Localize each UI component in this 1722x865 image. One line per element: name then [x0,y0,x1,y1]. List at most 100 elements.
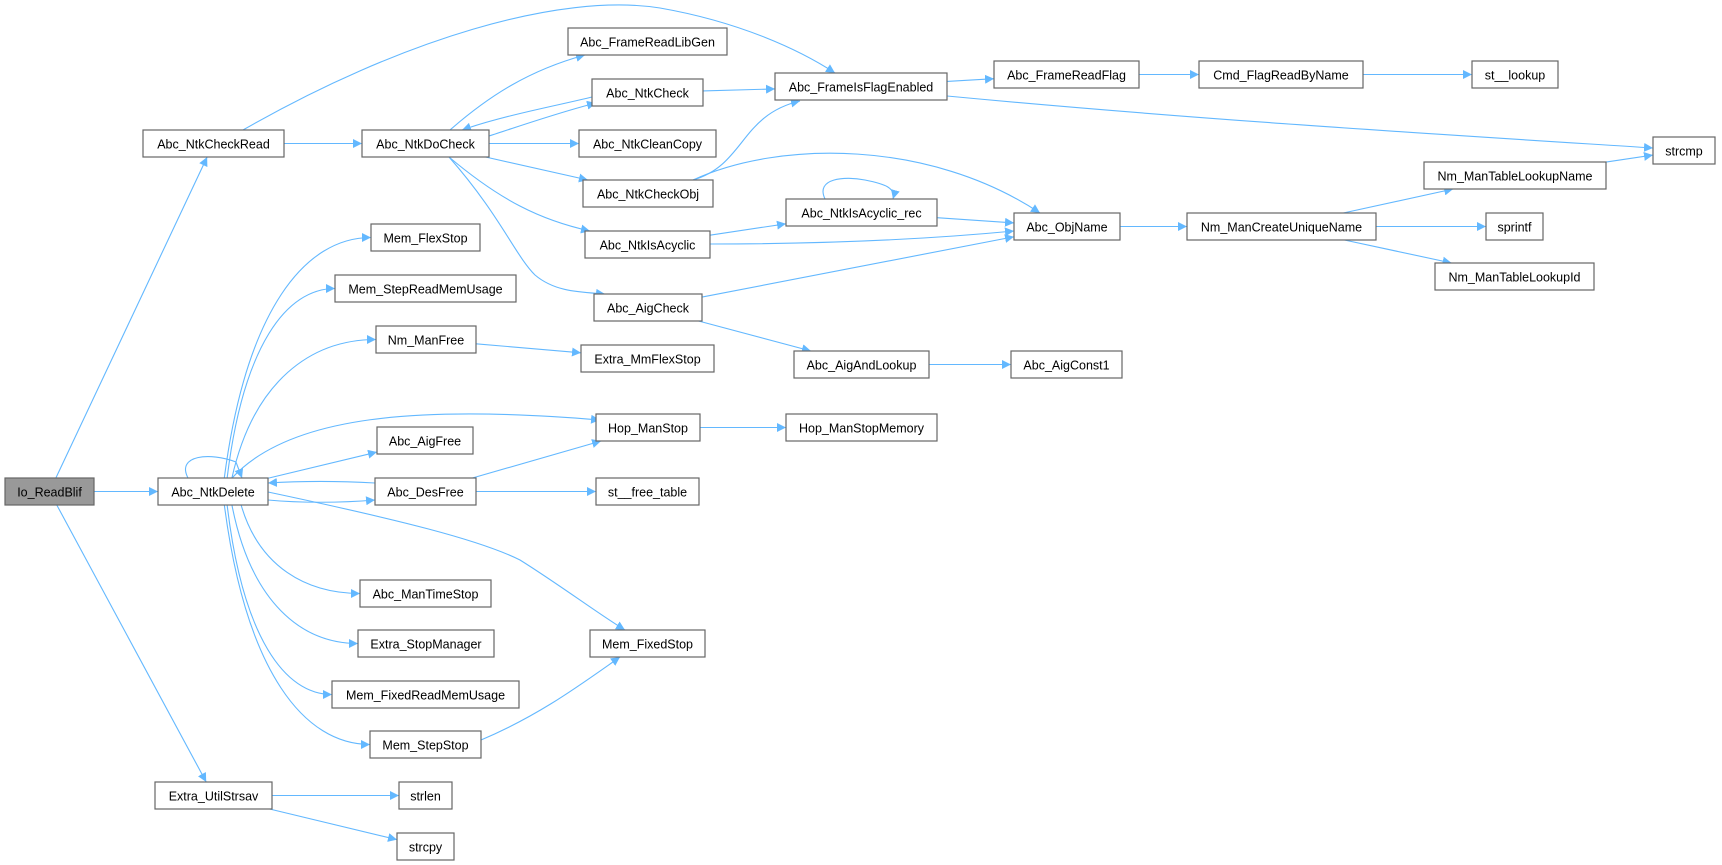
node-abc-desfree[interactable]: Abc_DesFree [374,477,477,506]
node-abc-framereadlibgen[interactable]: Abc_FrameReadLibGen [567,27,728,56]
node-nm-mancreateuniquename[interactable]: Nm_ManCreateUniqueName [1186,212,1377,241]
node-label: Abc_AigConst1 [1023,359,1109,373]
node-abc-ntkcleancopy[interactable]: Abc_NtkCleanCopy [578,129,717,158]
node-mem-stepreadmemusage[interactable]: Mem_StepReadMemUsage [334,274,517,303]
node-abc-objname[interactable]: Abc_ObjName [1013,212,1121,241]
node-box [331,680,520,709]
node-label: sprintf [1497,221,1532,235]
node-box [1652,136,1716,165]
node-box [567,27,728,56]
node-mem-fixedreadmemusage[interactable]: Mem_FixedReadMemUsage [331,680,520,709]
node-box [785,198,938,227]
node-box [374,477,477,506]
node-strcmp[interactable]: strcmp [1652,136,1716,165]
node-label: Abc_AigCheck [607,302,690,316]
node-abc-ntkdocheck[interactable]: Abc_NtkDoCheck [361,129,490,158]
node-hop-manstopmemory[interactable]: Hop_ManStopMemory [785,413,938,442]
node-box [370,223,481,252]
node-label: Abc_FrameReadFlag [1007,69,1126,83]
node-label: Mem_FixedReadMemUsage [346,689,505,703]
node-box [584,230,711,259]
node-box [582,179,714,208]
node-strcpy[interactable]: strcpy [396,832,455,861]
node-extra-utilstrsav[interactable]: Extra_UtilStrsav [154,781,273,810]
node-box [774,72,948,101]
node-label: Abc_NtkDoCheck [376,138,475,152]
node-nm-manfree[interactable]: Nm_ManFree [375,325,477,354]
node-abc-ntkcheckobj[interactable]: Abc_NtkCheckObj [582,179,714,208]
node-abc-ntkcheckread[interactable]: Abc_NtkCheckRead [142,129,285,158]
node-mem-fixedstop[interactable]: Mem_FixedStop [589,629,706,658]
node-label: Abc_NtkIsAcyclic [600,239,696,253]
node-label: Nm_ManTableLookupId [1448,271,1580,285]
node-label: Abc_DesFree [387,486,463,500]
node-abc-ntkcheck[interactable]: Abc_NtkCheck [591,78,704,107]
node-label: Mem_StepStop [382,739,468,753]
node-sprintf[interactable]: sprintf [1485,212,1544,241]
call-edge-abc-ntkcheck-to-abc-frameisflagenabled [702,84,776,94]
node-nm-mantablelookupid[interactable]: Nm_ManTableLookupId [1434,262,1595,291]
call-edge-abc-desfree-to-hop-manstop [472,439,602,479]
call-edge-abc-ntkdelete-to-abc-aigfree [267,449,378,479]
node-mem-stepstop[interactable]: Mem_StepStop [369,730,482,759]
node-abc-mantimestop[interactable]: Abc_ManTimeStop [359,579,492,608]
node-box [595,477,700,506]
node-abc-ntkisacyclic-rec[interactable]: Abc_NtkIsAcyclic_rec [785,198,938,227]
node-box [591,78,704,107]
node-label: Nm_ManCreateUniqueName [1201,221,1362,235]
node-hop-manstop[interactable]: Hop_ManStop [595,413,701,442]
call-edge-abc-ntkdelete-to-mem-fixedreadmemusage [226,504,333,699]
node-label: Abc_NtkCleanCopy [593,138,703,152]
node-abc-frameisflagenabled[interactable]: Abc_FrameIsFlagEnabled [774,72,948,101]
node-label: Mem_FixedStop [602,638,693,652]
node-nm-mantablelookupname[interactable]: Nm_ManTableLookupName [1423,161,1607,190]
call-edge-abc-ntkisacyclic-to-abc-objname [709,227,1015,245]
call-edge-abc-ntkdelete-to-mem-fixedstop [267,491,626,631]
node-box [1485,212,1544,241]
node-box [361,129,490,158]
node-abc-aigfree[interactable]: Abc_AigFree [376,426,474,455]
node-label: Abc_FrameReadLibGen [580,36,715,50]
node-extra-stopmanager[interactable]: Extra_StopManager [357,629,495,658]
node-strlen[interactable]: strlen [398,781,453,810]
call-edge-abc-ntkdelete-to-abc-ntkdelete [185,456,244,479]
node-box [1471,60,1559,89]
node-abc-framereadflag[interactable]: Abc_FrameReadFlag [993,60,1140,89]
call-edge-abc-ntkdelete-to-extra-stopmanager [231,504,359,648]
node-box [589,629,706,658]
node-extra-mmflexstop[interactable]: Extra_MmFlexStop [580,344,715,373]
call-edge-abc-ntkdocheck-to-abc-framereadlibgen [449,53,586,131]
call-edge-abc-ntkdelete-to-nm-manfree [231,335,377,479]
node-cmd-flagreadbyname[interactable]: Cmd_FlagReadByName [1198,60,1364,89]
call-edge-abc-ntkdelete-to-mem-flexstop [223,233,372,479]
node-label: Mem_StepReadMemUsage [348,283,502,297]
call-edge-abc-desfree-to-abc-ntkdelete [267,477,376,487]
node-box [578,129,717,158]
call-edge-abc-ntkdocheck-to-abc-ntkcheck [488,100,597,137]
node-io-readblif[interactable]: Io_ReadBlif [4,477,95,506]
node-st-free-table[interactable]: st__free_table [595,477,700,506]
call-edge-extra-utilstrsav-to-strcpy [269,808,398,842]
call-edge-abc-ntkdelete-to-mem-stepreadmemusage [226,284,336,479]
node-abc-ntkdelete[interactable]: Abc_NtkDelete [157,477,269,506]
call-edge-nm-mantablelookupname-to-strcmp [1605,151,1654,163]
node-st-lookup[interactable]: st__lookup [1471,60,1559,89]
nodes-layer: Io_ReadBlif Abc_NtkCheckReadAbc_NtkDelete… [4,27,1716,861]
node-box [1198,60,1364,89]
node-label: strcpy [409,841,443,855]
node-abc-aigandlookup[interactable]: Abc_AigAndLookup [793,350,930,379]
call-edge-abc-ntkisacyclic-to-abc-ntkisacyclic-rec [709,220,787,236]
node-abc-aigcheck[interactable]: Abc_AigCheck [593,293,703,322]
node-abc-aigconst1[interactable]: Abc_AigConst1 [1010,350,1123,379]
node-box [334,274,517,303]
node-abc-ntkisacyclic[interactable]: Abc_NtkIsAcyclic [584,230,711,259]
node-box [993,60,1140,89]
node-label: Abc_ManTimeStop [373,588,479,602]
node-label: Abc_NtkDelete [171,486,254,500]
call-edge-mem-stepstop-to-mem-fixedstop [480,656,621,741]
node-label: Nm_ManFree [388,334,464,348]
node-label: st__lookup [1485,69,1546,83]
node-mem-flexstop[interactable]: Mem_FlexStop [370,223,481,252]
node-box [369,730,482,759]
node-label: Extra_MmFlexStop [594,353,700,367]
